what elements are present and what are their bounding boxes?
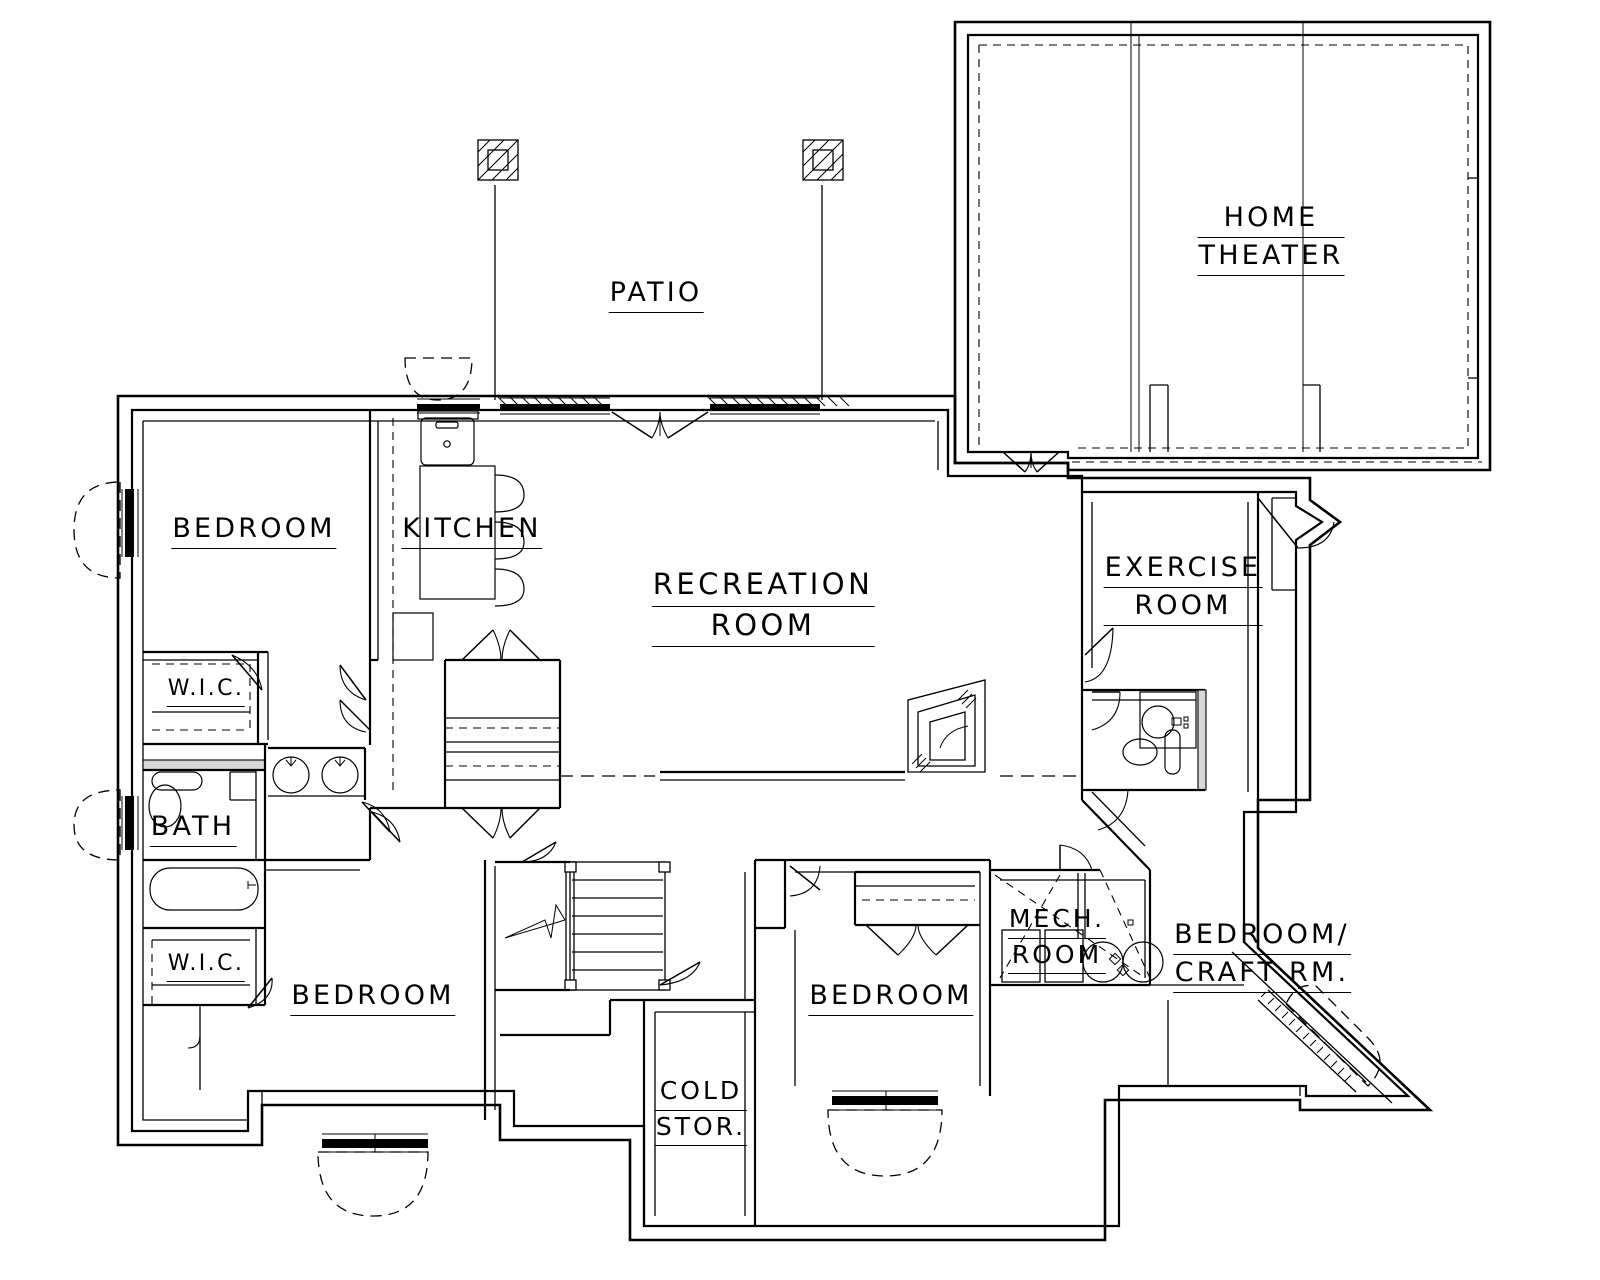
label-line: KITCHEN xyxy=(401,511,543,550)
label-line: EXERCISE xyxy=(1103,550,1263,589)
label-line: BATH xyxy=(149,809,237,848)
craft-room-interior xyxy=(1150,984,1244,1086)
egress-window-wells xyxy=(73,357,943,1217)
room-label-home-theater: HOME THEATER xyxy=(1197,200,1345,277)
patio-column-left xyxy=(477,139,519,181)
label-line: CRAFT RM. xyxy=(1173,955,1351,994)
label-line: RECREATION xyxy=(651,566,875,607)
staircase xyxy=(495,841,671,992)
bedroom3-walls xyxy=(755,858,992,1096)
label-line: ROOM xyxy=(1103,588,1263,627)
label-line: COLD xyxy=(654,1075,748,1111)
label-line: THEATER xyxy=(1197,238,1345,277)
room-label-bedroom-2: BEDROOM xyxy=(290,978,456,1017)
kitchen-fixtures xyxy=(392,410,525,790)
room-label-mech-room: MECH. ROOM xyxy=(1007,903,1107,974)
exterior-windows xyxy=(121,395,938,1153)
room-label-bath: BATH xyxy=(149,809,237,848)
left-wing-partitions xyxy=(142,650,391,1090)
label-line: BEDROOM xyxy=(808,978,974,1017)
cold-storage-walls xyxy=(500,961,757,1226)
label-line: BEDROOM xyxy=(171,511,337,550)
label-line: HOME xyxy=(1197,200,1345,239)
label-line: W.I.C. xyxy=(166,675,246,707)
label-line: ROOM xyxy=(1007,939,1107,974)
label-line: BEDROOM/ xyxy=(1173,917,1351,956)
bedroom2-offset xyxy=(248,1090,263,1120)
craft-room-bay-walls xyxy=(1231,951,1393,1104)
patio-double-door-swing xyxy=(611,411,709,439)
label-line: BEDROOM xyxy=(290,978,456,1017)
label-line: ROOM xyxy=(651,607,875,648)
room-label-exercise-room: EXERCISE ROOM xyxy=(1103,550,1263,627)
mech-room-walls xyxy=(990,844,1164,987)
label-line: STOR. xyxy=(654,1111,748,1146)
room-label-recreation-room: RECREATION ROOM xyxy=(651,566,875,648)
label-line: PATIO xyxy=(608,275,704,314)
room-label-cold-storage: COLD STOR. xyxy=(654,1075,748,1146)
room-label-bedroom-1: BEDROOM xyxy=(171,511,337,550)
label-line: W.I.C. xyxy=(166,950,246,982)
label-line: MECH. xyxy=(1007,903,1107,939)
room-label-bedroom-craft: BEDROOM/ CRAFT RM. xyxy=(1173,917,1351,994)
bay-window-glazing xyxy=(1257,989,1367,1093)
bedroom1-kitchen-partition xyxy=(368,410,379,662)
patio-column-right xyxy=(802,139,844,181)
room-label-kitchen: KITCHEN xyxy=(401,511,543,550)
room-label-patio: PATIO xyxy=(608,275,704,314)
recreation-room-interior xyxy=(339,410,1151,1000)
room-label-bedroom-3: BEDROOM xyxy=(808,978,974,1017)
exercise-room-walls xyxy=(1080,492,1335,831)
patio-slab xyxy=(494,185,823,400)
room-label-wic-lower: W.I.C. xyxy=(166,950,246,982)
room-label-wic-upper: W.I.C. xyxy=(166,675,246,707)
center-hall-partitions xyxy=(265,629,562,1120)
